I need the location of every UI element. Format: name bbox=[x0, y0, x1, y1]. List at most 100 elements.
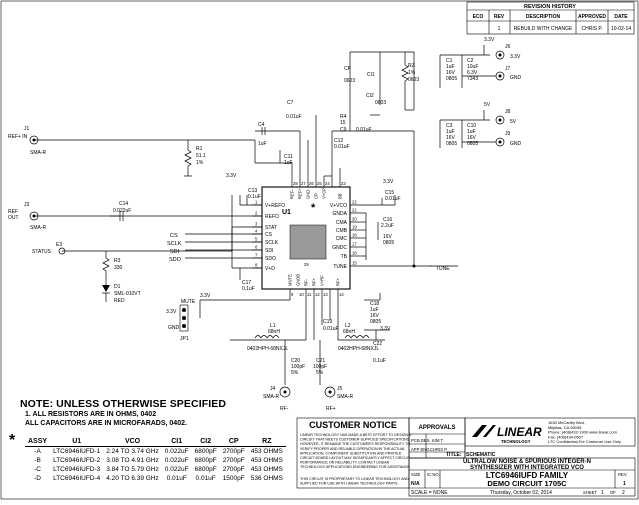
ic-u1: U1 * 29 V+REFO1REFO2STAT3CS4SCLK5SDI6SDO… bbox=[252, 181, 357, 297]
ic-pin-number: 27 bbox=[301, 181, 306, 186]
ic-pin-number: 2 bbox=[255, 211, 258, 216]
ic-pin-label: GNDC bbox=[332, 245, 347, 251]
spi-cs-label: CS bbox=[170, 233, 178, 239]
c17-label: C17 bbox=[242, 280, 251, 286]
ic-pin-number: 6 bbox=[255, 245, 258, 250]
r3-label: R3 bbox=[114, 258, 121, 264]
logo-text: LINEAR bbox=[497, 425, 542, 439]
l1-part: 0402HPH-68NXJL bbox=[247, 346, 288, 352]
notice-line: PERFORMANCE OR RELIABILITY. CONTACT LINE… bbox=[300, 461, 390, 465]
ic-pin-label: GNDA bbox=[333, 211, 348, 217]
l2-label: L2 bbox=[345, 323, 351, 329]
ic-pin-label: V+RF bbox=[320, 275, 325, 286]
c22-value: 0.1uF bbox=[373, 358, 386, 364]
ic-pin-number: 12 bbox=[315, 292, 320, 297]
cell: 3.08 TO 4.91 GHz bbox=[106, 457, 159, 464]
notice-line: HOWEVER, IT REMAINS THE CUSTOMER'S RESPO… bbox=[300, 442, 410, 446]
address-line: Phone: (408)432-1900 www.linear.com bbox=[548, 430, 618, 435]
tune-label: TUNE bbox=[436, 266, 450, 272]
ic-pin-number: 7 bbox=[255, 253, 258, 258]
ci1-label: CI1 bbox=[367, 72, 375, 78]
cell: 6800pF bbox=[194, 457, 217, 464]
ic-pin-number: 18 bbox=[352, 233, 357, 238]
rev-header-rev: REV bbox=[494, 14, 505, 20]
ref-out-label-2: OUT bbox=[8, 215, 19, 221]
notes-resistors: 1. ALL RESISTORS ARE IN OHMS, 0402 bbox=[25, 411, 157, 418]
rev-row-rev: 1 bbox=[498, 26, 501, 32]
th-u1: U1 bbox=[50, 436, 104, 447]
resistor-r3 bbox=[102, 257, 110, 272]
notice-footer-line: SUPPLIED FOR USE WITH LINEAR TECHNOLOGY … bbox=[300, 482, 399, 486]
ic-pin-number: 23 bbox=[341, 181, 346, 186]
c22-label: C22 bbox=[373, 341, 382, 347]
rev-header-desc: DESCRIPTION bbox=[526, 14, 561, 20]
l2-part: 0402HPH-68NXJL bbox=[338, 346, 379, 352]
notice-line: LINEAR TECHNOLOGY HAS MADE A BEST EFFORT… bbox=[300, 433, 412, 437]
sheet-label: SHEET bbox=[583, 490, 597, 495]
date-label: Thursday, October 02, 2014 bbox=[490, 490, 552, 496]
ic-pin-label: RF+ bbox=[312, 277, 317, 286]
rev-row-desc: REBUILD WITH CHANGE bbox=[514, 26, 573, 32]
notes-capacitors: ALL CAPACITORS ARE IN MICROFARADS, 0402. bbox=[25, 420, 187, 427]
c3-label: C3 bbox=[446, 123, 453, 129]
c1-package: 0805 bbox=[446, 76, 457, 82]
c9-value: 0.01uF bbox=[356, 127, 372, 133]
c16-value: 2.2uF bbox=[381, 223, 394, 229]
ic-pin-label: RF+ bbox=[336, 277, 341, 286]
logo-subtext: TECHNOLOGY bbox=[501, 439, 531, 444]
ic-u1-exposed-pad bbox=[289, 224, 327, 260]
th-rz: RZ bbox=[247, 436, 286, 447]
revision-title: REVISION HISTORY bbox=[524, 4, 576, 10]
of-label: OF bbox=[610, 490, 616, 495]
c7-label: C7 bbox=[287, 100, 294, 106]
ic-pin-number: 24 bbox=[325, 181, 330, 186]
j8-5v-label: 5V bbox=[484, 102, 491, 108]
c18-value: 1uF bbox=[370, 307, 379, 313]
c21-value: 100pF bbox=[313, 364, 327, 370]
cell: -A bbox=[34, 448, 41, 455]
d1-color: RED bbox=[114, 298, 125, 304]
ic-pin-label: CMC bbox=[336, 236, 348, 242]
c15-label: C15 bbox=[385, 190, 394, 196]
j3-label: J3 bbox=[24, 202, 30, 208]
th-cp: CP bbox=[219, 436, 248, 447]
j1-sma-label: SMA-R bbox=[30, 150, 47, 156]
ic-right-pins: V+VCO22GNDA21CMA20CMB19CMC18GNDC17TB16TU… bbox=[330, 200, 357, 271]
ic-pin-label: CP bbox=[314, 193, 319, 199]
cell: 536 OHMS bbox=[250, 475, 283, 482]
j7-label: J7 bbox=[505, 66, 511, 72]
ic-pin-label: TUNE bbox=[333, 264, 347, 270]
cp-package: 0603 bbox=[344, 78, 355, 84]
c16-package: 0805 bbox=[383, 240, 394, 246]
notes-title: NOTE: UNLESS OTHERWISE SPECIFIED bbox=[20, 398, 227, 410]
cell: 453 OHMS bbox=[250, 448, 283, 455]
size-label: SIZE bbox=[411, 472, 421, 477]
ic-u1-star: * bbox=[311, 202, 316, 214]
cell: 3.84 TO 5.79 GHz bbox=[106, 466, 159, 473]
cp-label: CP bbox=[344, 66, 352, 72]
title-block: TITLE: SCHEMATIC ULTRALOW NOISE & SPURIO… bbox=[408, 446, 636, 497]
family-name: LTC6946IUFD FAMILY bbox=[486, 471, 569, 480]
ci2-label: CI2 bbox=[366, 93, 374, 99]
c21-tol: 5% bbox=[316, 370, 324, 376]
ic-pin-number: 10 bbox=[299, 292, 304, 297]
notice-body: LINEAR TECHNOLOGY HAS MADE A BEST EFFORT… bbox=[300, 433, 412, 469]
c15-value: 0.01uF bbox=[385, 196, 401, 202]
r4-label: R4 bbox=[340, 114, 347, 120]
ic-pin-label: SCLK bbox=[265, 240, 279, 246]
r4-value: 15 bbox=[340, 120, 346, 126]
mute-label: MUTE bbox=[181, 299, 196, 305]
ic-pin-label: RF- bbox=[304, 278, 309, 286]
spi-sclk-label: SCLK bbox=[167, 241, 182, 247]
notice-footer-line: THIS CIRCUIT IS PROPRIETARY TO LINEAR TE… bbox=[300, 477, 409, 481]
cell: 0.022uF bbox=[164, 466, 189, 473]
c4-label: C4 bbox=[258, 122, 265, 128]
c3-volt: 16V bbox=[446, 135, 456, 141]
cell: -B bbox=[34, 457, 41, 464]
j5-net: RF+ bbox=[326, 406, 336, 412]
